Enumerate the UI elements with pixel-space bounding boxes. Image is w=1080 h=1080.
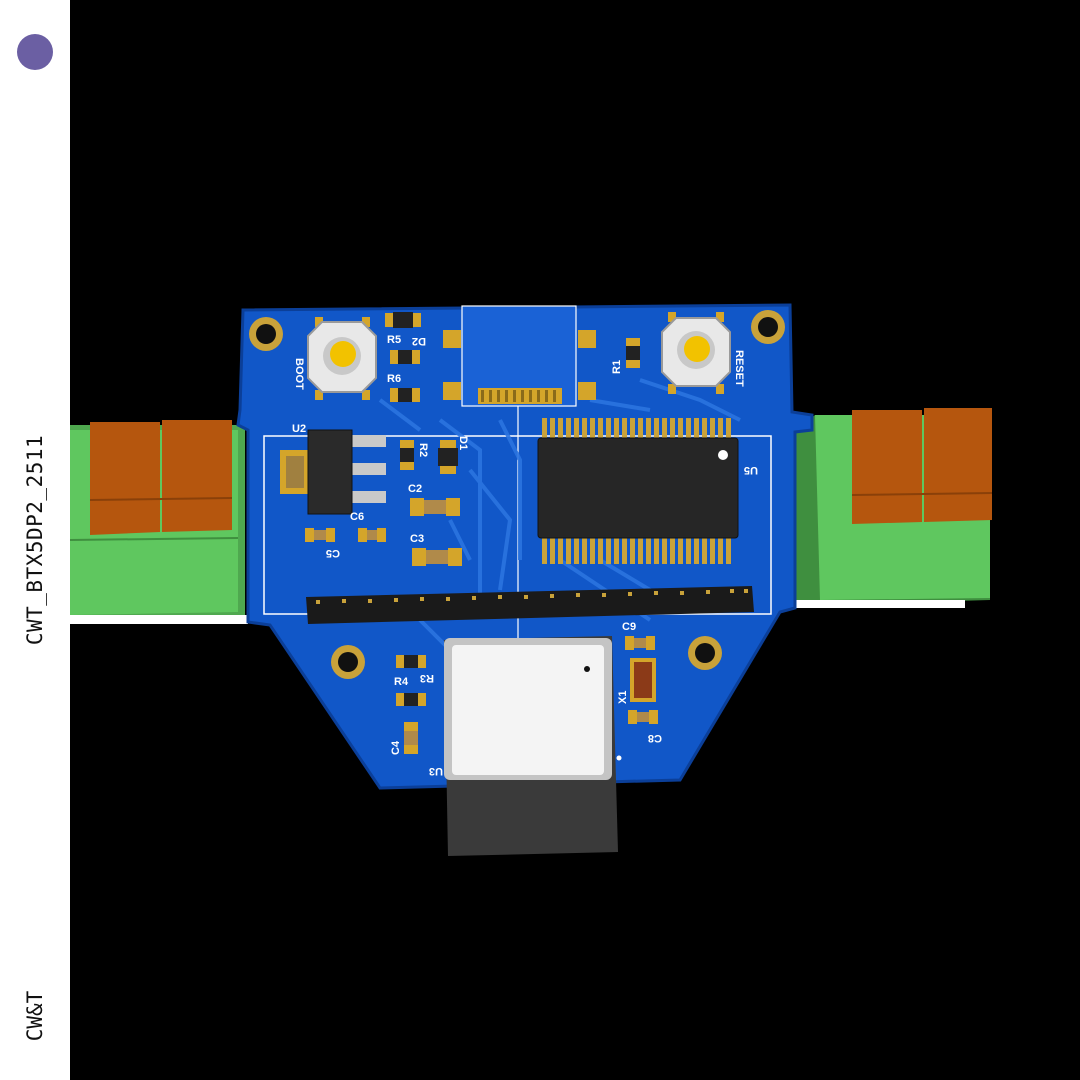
silk-label-u2: U2 — [292, 423, 306, 435]
silk-label-c2: C2 — [408, 483, 422, 495]
status-dot — [17, 34, 53, 70]
silk-label-boot: BOOT — [293, 358, 305, 390]
silk-label-c4: C4 — [390, 740, 402, 755]
pin-header — [306, 586, 754, 624]
u5-bottom-pins — [542, 538, 731, 564]
right-terminal-block — [795, 408, 993, 608]
silk-label-c5: C5 — [326, 547, 340, 559]
u2-regulator — [280, 429, 386, 515]
silk-label-c3: C3 — [410, 533, 424, 545]
silk-label-c6: C6 — [350, 511, 364, 523]
pcb-render: BOOT RESET R5 D2 R6 R1 U2 R2 D1 C2 C6 C5… — [70, 303, 993, 856]
silk-label-r3: R3 — [420, 672, 434, 684]
project-name-label: CWT_BTX5DP2_2511 — [23, 434, 47, 646]
silk-label-r5: R5 — [387, 334, 401, 346]
silk-label-d2: D2 — [412, 335, 426, 347]
silk-label-u3: U3 — [429, 765, 443, 777]
silk-label-r6: R6 — [387, 373, 401, 385]
reset-button — [661, 312, 731, 394]
brand-label: CW&T — [23, 990, 47, 1042]
left-terminal-block — [70, 420, 248, 624]
smd-components — [305, 312, 658, 754]
silk-label-x1: X1 — [617, 691, 629, 704]
silk-label-r1: R1 — [611, 360, 623, 374]
u5-top-pins — [542, 418, 731, 442]
boot-button — [307, 317, 377, 400]
silk-label-d1: D1 — [457, 436, 469, 450]
silkscreen-labels: BOOT RESET R5 D2 R6 R1 U2 R2 D1 C2 C6 C5… — [292, 334, 758, 777]
u5-ic — [537, 418, 739, 564]
silk-label-c9: C9 — [622, 621, 636, 633]
silk-label-r4: R4 — [394, 676, 409, 688]
silk-label-u5: U5 — [744, 464, 758, 476]
sidebar: CWT_BTX5DP2_2511 CW&T — [0, 0, 70, 1080]
usb-connector — [443, 305, 596, 407]
u3-module — [444, 636, 622, 856]
silk-label-r2: R2 — [417, 443, 429, 457]
pcb-3d-viewport[interactable]: BOOT RESET R5 D2 R6 R1 U2 R2 D1 C2 C6 C5… — [70, 0, 1080, 1080]
silk-label-reset: RESET — [733, 350, 745, 387]
silk-label-c8: C8 — [648, 732, 662, 744]
mounting-holes — [249, 310, 785, 679]
